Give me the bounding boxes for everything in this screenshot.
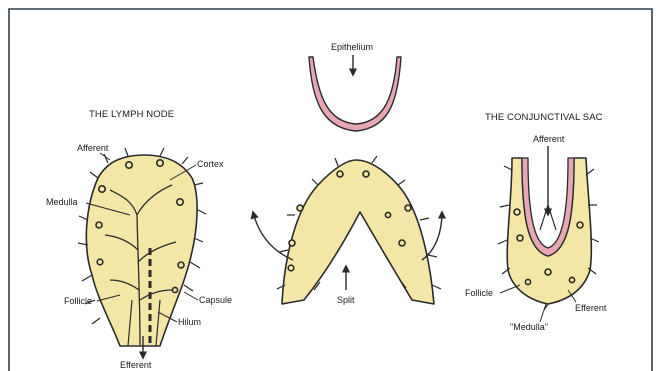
- label-cortex: Cortex: [197, 159, 224, 169]
- label-afferent: Afferent: [77, 143, 109, 153]
- label-follicle: Follicle: [64, 296, 92, 306]
- split-tissue: [282, 160, 434, 304]
- conjunctival-sac-panel: THE CONJUNCTIVAL SAC Afferent Follicle E…: [465, 112, 607, 332]
- label-epithelium: Epithelium: [331, 42, 373, 52]
- label-sac-efferent: Efferent: [575, 303, 607, 313]
- label-efferent: Efferent: [120, 360, 152, 370]
- split-arrow-left: [253, 212, 293, 260]
- conjunctival-sac-title: THE CONJUNCTIVAL SAC: [485, 112, 603, 123]
- label-split: Split: [337, 295, 355, 305]
- label-medulla: Medulla: [46, 197, 78, 207]
- label-sac-medulla: "Medulla": [510, 322, 548, 332]
- center-panel: Epithelium Split: [253, 42, 442, 305]
- label-hilum: Hilum: [178, 317, 201, 327]
- label-sac-follicle: Follicle: [465, 288, 493, 298]
- label-capsule: Capsule: [199, 295, 232, 305]
- lymph-node-title: THE LYMPH NODE: [89, 109, 174, 120]
- lymph-node-panel: THE LYMPH NODE Afferent Cortex Medulla F…: [46, 109, 232, 370]
- epithelium-band: [309, 57, 401, 131]
- sac-tissue: [507, 158, 591, 304]
- label-sac-afferent: Afferent: [533, 134, 565, 144]
